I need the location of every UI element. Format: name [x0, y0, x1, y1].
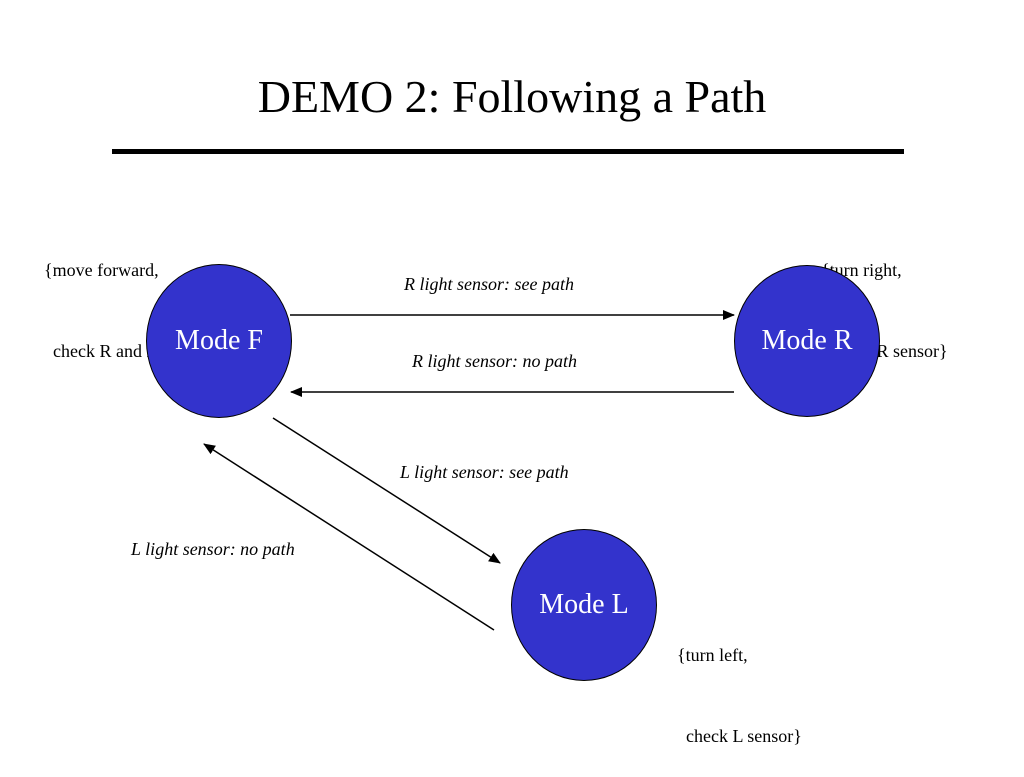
mode-l-note-line2: check L sensor}: [677, 726, 802, 746]
mode-r-label: Mode R: [761, 325, 853, 356]
edge-f-to-l-label: L light sensor: see path: [400, 462, 569, 482]
edge-f-to-r-label: R light sensor: see path: [404, 274, 574, 294]
mode-l-note: {turn left, check L sensor}: [677, 588, 802, 777]
mode-f-label: Mode F: [175, 325, 263, 356]
mode-l-label: Mode L: [539, 589, 629, 620]
edge-l-to-f-arrow: [203, 443, 495, 631]
edge-r-to-f-label: R light sensor: no path: [412, 351, 577, 371]
mode-r-node: Mode R: [734, 265, 880, 417]
slide-title: DEMO 2: Following a Path: [257, 71, 767, 122]
mode-l-note-line1: {turn left,: [677, 645, 748, 665]
edge-f-to-l-arrow: [272, 417, 501, 564]
mode-l-node: Mode L: [511, 529, 657, 681]
title-underline: [112, 149, 904, 154]
edge-l-to-f-label: L light sensor: no path: [131, 539, 295, 559]
mode-f-note-line1: {move forward,: [44, 260, 159, 280]
mode-f-node: Mode F: [146, 264, 292, 418]
